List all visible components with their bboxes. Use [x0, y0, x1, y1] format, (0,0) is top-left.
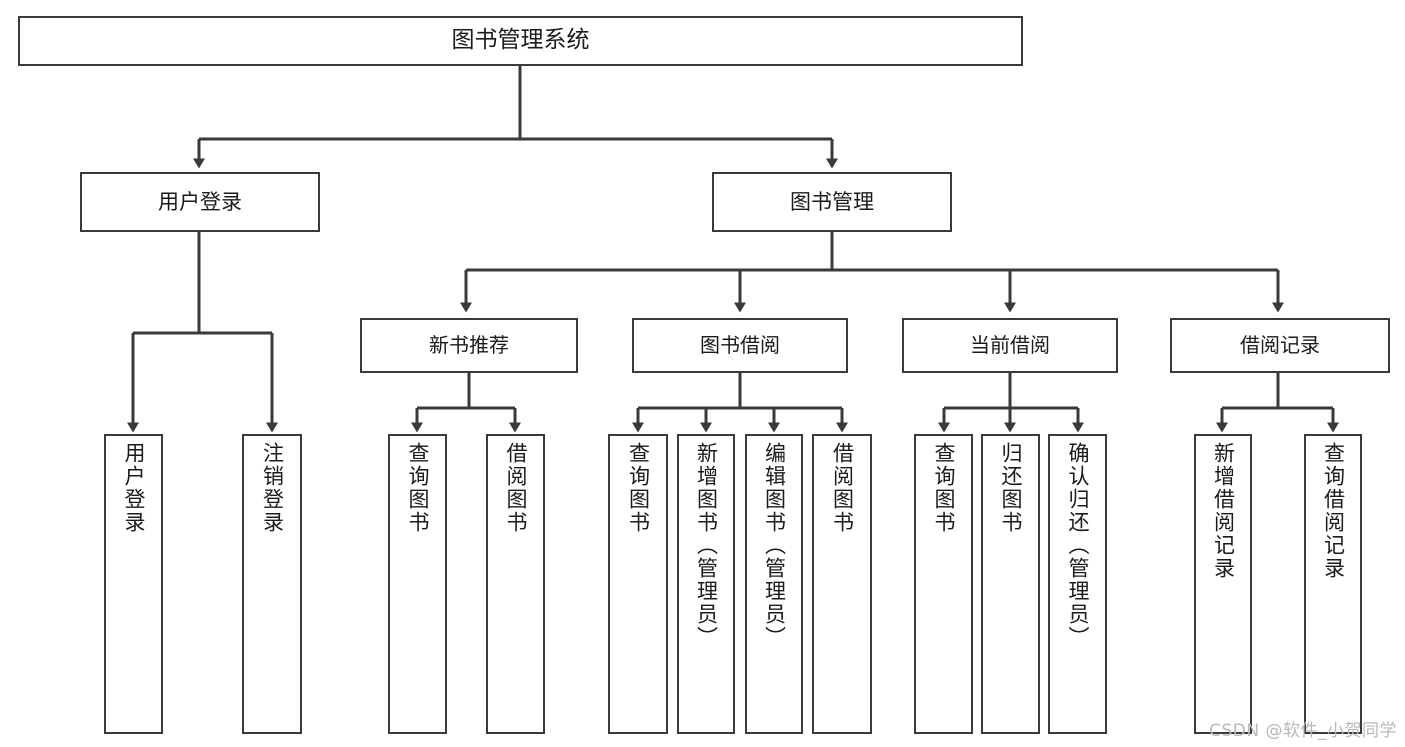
leaf-label: 确认归还（管理员）: [1066, 442, 1090, 649]
leaf-label: 借阅图书: [830, 442, 855, 534]
leaf-borrow-add-book-admin[interactable]: 新增图书（管理员）: [677, 434, 735, 734]
leaf-record-query-record[interactable]: 查询借阅记录: [1304, 434, 1362, 734]
leaf-label: 编辑图书（管理员）: [762, 442, 787, 649]
leaf-label: 新增图书（管理员）: [694, 442, 719, 649]
node-new-book-recommend[interactable]: 新书推荐: [360, 318, 578, 373]
leaf-label: 新增借阅记录: [1211, 442, 1236, 580]
leaf-label: 注销登录: [260, 442, 285, 534]
leaf-new-book-borrow[interactable]: 借阅图书: [486, 434, 545, 734]
leaf-borrow-borrow-book[interactable]: 借阅图书: [812, 434, 872, 734]
node-book-borrow[interactable]: 图书借阅: [632, 318, 848, 373]
leaf-record-add-record[interactable]: 新增借阅记录: [1194, 434, 1252, 734]
leaf-borrow-edit-book-admin[interactable]: 编辑图书（管理员）: [745, 434, 803, 734]
node-book-management[interactable]: 图书管理: [712, 172, 952, 232]
node-current-borrow[interactable]: 当前借阅: [902, 318, 1118, 373]
leaf-current-query-book[interactable]: 查询图书: [914, 434, 973, 734]
leaf-label: 查询图书: [932, 442, 956, 534]
node-borrow-record[interactable]: 借阅记录: [1170, 318, 1390, 373]
leaf-label: 查询图书: [626, 442, 651, 534]
leaf-label: 查询借阅记录: [1321, 442, 1346, 580]
leaf-label: 用户登录: [122, 442, 146, 534]
leaf-current-confirm-return-admin[interactable]: 确认归还（管理员）: [1048, 434, 1107, 734]
leaf-user-login-login[interactable]: 用户登录: [104, 434, 163, 734]
leaf-label: 查询图书: [406, 442, 430, 534]
leaf-label: 归还图书: [999, 442, 1023, 534]
node-user-login[interactable]: 用户登录: [80, 172, 320, 232]
leaf-new-book-query[interactable]: 查询图书: [388, 434, 447, 734]
leaf-current-return-book[interactable]: 归还图书: [981, 434, 1040, 734]
leaf-user-login-logout[interactable]: 注销登录: [242, 434, 302, 734]
node-root[interactable]: 图书管理系统: [18, 16, 1023, 66]
leaf-borrow-query-book[interactable]: 查询图书: [608, 434, 668, 734]
leaf-label: 借阅图书: [504, 442, 528, 534]
